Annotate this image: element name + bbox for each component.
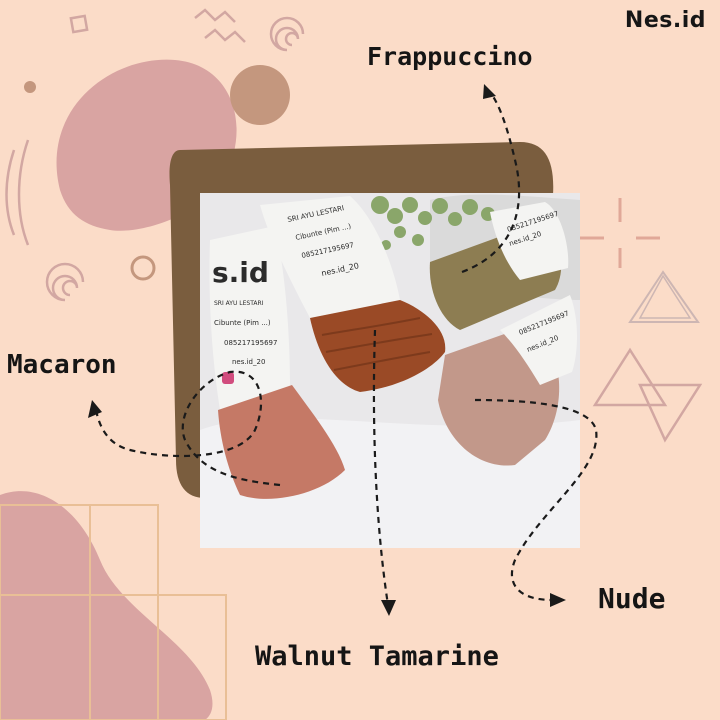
label-frappuccino: Frappuccino (367, 42, 533, 71)
label-nude: Nude (598, 582, 666, 615)
arrow-walnut (372, 329, 390, 606)
triangle-outline-4 (638, 383, 703, 443)
circle-brown (230, 65, 290, 125)
dot-small (24, 81, 36, 93)
sleeve-logo-partial: s.id (212, 256, 269, 289)
spiral-top (269, 16, 305, 52)
zigzag-top (194, 8, 236, 23)
sleeve-phone-macaron: 085217195697 (224, 339, 277, 347)
square-outline (69, 14, 89, 34)
roll-walnut: SRI AYU LESTARI Cibunte (Pim ...) 085217… (260, 196, 446, 392)
roll-macaron: s.id SRI AYU LESTARI Cibunte (Pim ...) 0… (209, 226, 345, 499)
arrow-heads (88, 84, 566, 616)
roll-frappuccino: 085217195697 nes.id_20 (429, 202, 569, 330)
arrowhead-nude (550, 593, 566, 607)
label-macaron: Macaron (7, 350, 117, 380)
ring-small (130, 255, 156, 281)
product-photo: 085217195697 nes.id_20 085217195697 nes.… (200, 193, 580, 548)
arrow-frappuccino (461, 91, 521, 274)
triangle-outline-2 (638, 274, 692, 319)
triangle-outline-3 (592, 347, 668, 407)
instagram-icon (222, 372, 234, 384)
pointer-arrows (94, 91, 598, 606)
grid-bottom-left (0, 504, 227, 720)
decor-shapes (0, 8, 703, 720)
sleeve-ig-macaron: nes.id_20 (232, 358, 265, 366)
sleeve-address-macaron: Cibunte (Pim ...) (214, 319, 271, 327)
arrow-nude (474, 398, 598, 602)
arcs-left (5, 139, 30, 246)
label-walnut-tamarine: Walnut Tamarine (255, 641, 499, 672)
arrow-macaron (94, 370, 281, 487)
arrowhead-macaron (88, 400, 102, 418)
plus-cross (580, 198, 660, 268)
spiral-left (45, 262, 85, 302)
arrowhead-frappuccino (483, 84, 496, 99)
blob-bottom-left (0, 491, 213, 720)
zigzag-top-2 (204, 28, 246, 43)
arrowhead-walnut (381, 600, 396, 616)
sleeve-tagline-macaron: SRI AYU LESTARI (214, 300, 264, 307)
brand-logo: Nes.id (624, 8, 706, 33)
triangle-outline-1 (628, 270, 700, 323)
